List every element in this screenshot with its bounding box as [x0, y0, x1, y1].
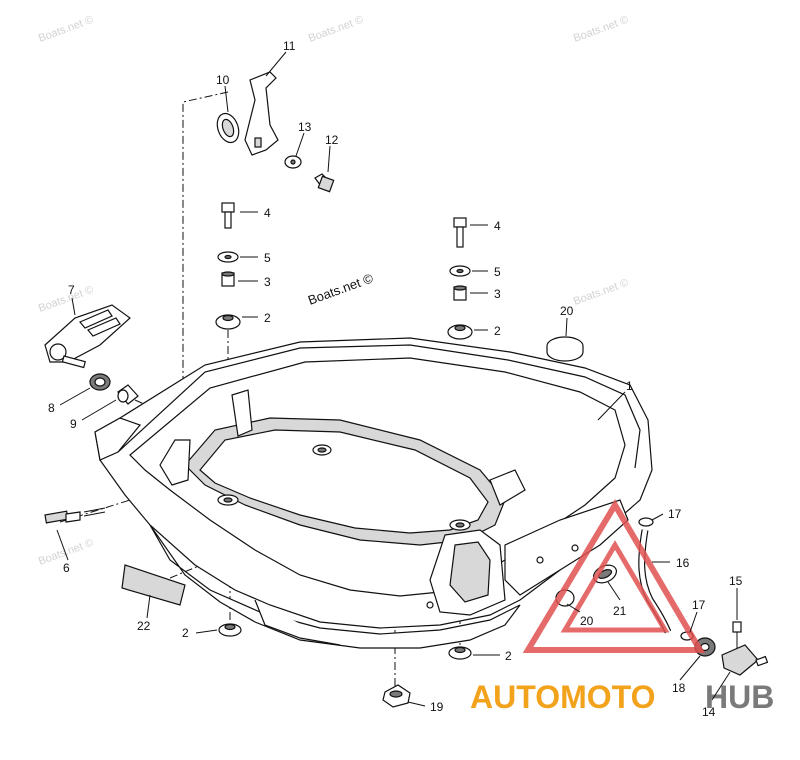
callout-8: 8	[48, 401, 55, 415]
watermark-5: Boats.net ©	[572, 277, 630, 308]
callout-6: 6	[63, 561, 70, 575]
callout-18: 18	[672, 681, 686, 695]
oring-bushing-part	[89, 373, 139, 405]
callout-14: 14	[702, 705, 716, 719]
leader-lines	[56, 51, 738, 707]
callout-16: 16	[676, 556, 690, 570]
callout-3-right: 3	[494, 287, 501, 301]
watermark-1: Boats.net ©	[37, 14, 95, 45]
callout-22: 22	[137, 619, 151, 633]
callout-12: 12	[325, 133, 339, 147]
grommets-lower	[218, 623, 472, 660]
fitting-part	[44, 507, 106, 524]
spring-clip-part	[216, 112, 240, 144]
callout-10: 10	[216, 73, 230, 87]
latch-hook-part	[244, 71, 279, 156]
lever-handle-part	[44, 304, 131, 369]
callout-2-upper-left: 2	[264, 311, 271, 325]
callout-5-right: 5	[494, 265, 501, 279]
callout-5-left: 5	[264, 251, 271, 265]
callout-2-lower-left: 2	[182, 626, 189, 640]
watermark-2: Boats.net ©	[307, 14, 365, 45]
callout-13: 13	[298, 120, 312, 134]
callout-9: 9	[70, 417, 77, 431]
watermark-4: Boats.net ©	[37, 284, 95, 315]
plug-part	[546, 336, 584, 362]
callout-15: 15	[729, 574, 743, 588]
callout-20-bottom: 20	[580, 614, 594, 628]
washer-screw-part	[284, 155, 335, 193]
callout-17-bottom: 17	[692, 598, 706, 612]
decal-part	[121, 564, 186, 606]
callout-17-top: 17	[668, 507, 682, 521]
callout-3-left: 3	[264, 275, 271, 289]
fuel-connector-part	[694, 621, 769, 676]
callout-20-top: 20	[560, 304, 574, 318]
watermark-3: Boats.net ©	[572, 14, 630, 45]
logo-text-automoto: AUTOMOTO	[470, 679, 655, 715]
callout-11: 11	[283, 39, 296, 53]
mount-stack-right	[447, 217, 473, 340]
callout-2-lower-right: 2	[505, 649, 512, 663]
mount-stack-left	[215, 202, 241, 330]
callout-7: 7	[68, 283, 75, 297]
lower-cowl-housing	[94, 337, 653, 649]
callout-4-right: 4	[494, 219, 501, 233]
callout-numbers: 11 10 13 12 4 5 3 2 4 5 3 2 20 1 7 8 9 6…	[48, 39, 743, 719]
watermark-center: Boats.net ©	[306, 270, 376, 308]
grommet-bottom-part	[382, 684, 411, 708]
callout-19: 19	[430, 700, 444, 714]
callout-1: 1	[626, 379, 633, 393]
callout-21: 21	[613, 604, 627, 618]
logo-text-hub: HUB	[705, 679, 774, 715]
callout-4-left: 4	[264, 206, 271, 220]
callout-2-upper-right: 2	[494, 324, 501, 338]
automotohub-logo: AUTOMOTO HUB	[470, 499, 774, 715]
